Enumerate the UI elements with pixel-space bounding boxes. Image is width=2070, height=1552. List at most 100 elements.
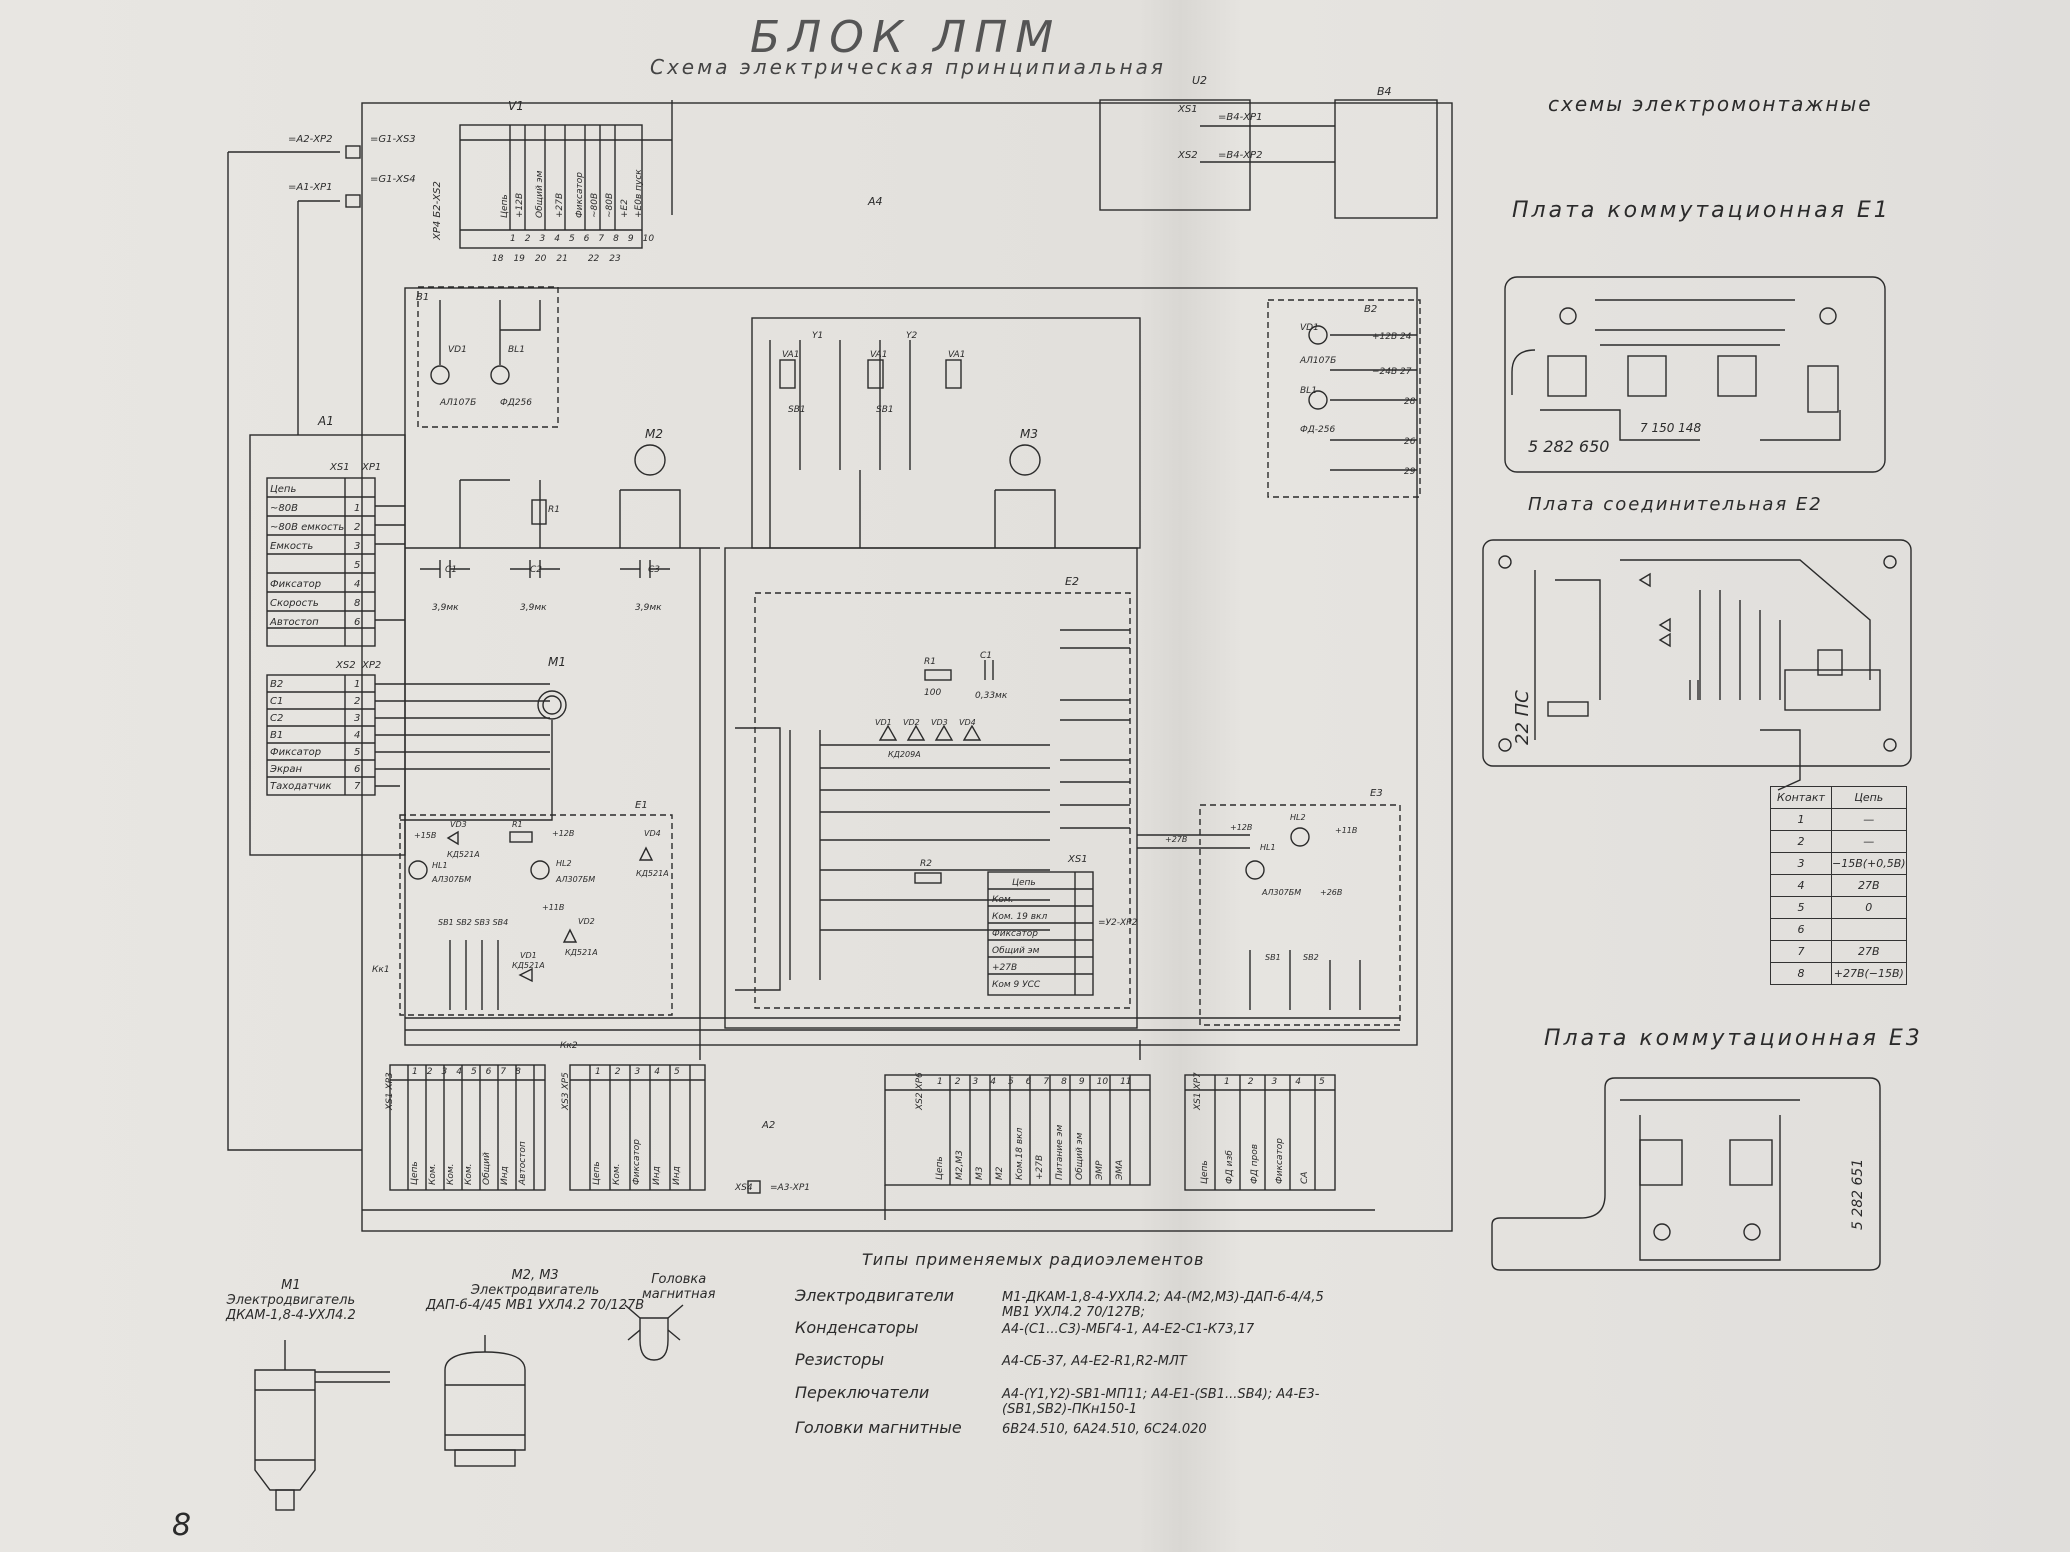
conn-a1-label: =А1-ХР1 — [288, 182, 332, 193]
xp6-col: Питание эм — [1055, 1124, 1065, 1180]
b1-vd1-label: VD1 — [448, 345, 467, 355]
m23-caption-line: М2, М3 — [511, 1268, 559, 1283]
e2-r2-label: R2 — [920, 859, 932, 869]
y2-label: Y2 — [906, 331, 917, 341]
e3-p12-label: +12В — [1230, 823, 1252, 832]
e1-hl1-label: HL1 — [432, 861, 448, 870]
a1-xs2-rows: В2 С1 С2 В1 Фиксатор Экран Таходатчик — [270, 676, 332, 795]
m1-caption-line: М1 — [281, 1278, 301, 1293]
e2-r1-value: 100 — [924, 688, 941, 698]
a1-xs1-pin: 6 — [354, 617, 361, 628]
e2-table-row-1: Цепь — [1012, 878, 1036, 888]
e1-p15-label: +15В — [414, 831, 436, 840]
a1-xs2-row: Экран — [270, 764, 303, 775]
xp3-col: Ком. — [428, 1163, 438, 1185]
head-caption: Головка магнитная — [642, 1272, 715, 1302]
elements-label: Электродвигатели — [795, 1286, 955, 1305]
a1-xs1-pin: 3 — [354, 541, 361, 552]
xp4-pin: 5 — [568, 234, 575, 244]
e2-label: Е2 — [1065, 575, 1079, 588]
table-row: 8+27В(−15В) — [1770, 962, 1907, 985]
u2-xs1-label: ХS1 — [1177, 104, 1198, 115]
m23-caption-line: ДАП-б-4/45 МВ1 УХЛ4.2 70/127В — [426, 1298, 645, 1313]
e2-vd2-label: VD2 — [903, 718, 920, 727]
xp7-col: ФД пров — [1250, 1143, 1260, 1184]
c2-value: 3,9мк — [520, 603, 547, 613]
xp7-col: Цепь — [1200, 1160, 1210, 1184]
a1-xs1-rows: Цепь ~80В ~80В емкость Емкость Фиксатор … — [270, 480, 344, 632]
contact-table-header: Цепь — [1831, 786, 1907, 809]
xp3-col: Общий — [482, 1152, 492, 1185]
a1-xs1-pin: 5 — [354, 560, 361, 571]
b2-net-4: 26 — [1404, 437, 1416, 447]
xp5-pin: 3 — [634, 1067, 641, 1077]
va1-label-1: VA1 — [782, 350, 799, 360]
board-e1-title: Плата коммутационная Е1 — [1512, 198, 1891, 223]
xp3-col: Ком. — [446, 1163, 456, 1185]
a1-xs2-row: Фиксатор — [270, 747, 322, 758]
a4-frame-outline — [361, 102, 1453, 1232]
contact-cell: 6 — [1770, 918, 1832, 941]
a4-label: А4 — [867, 195, 883, 208]
xp4-bottom-pins: 18 19 20 21 22 23 — [492, 254, 621, 264]
xp4-pin: 7 — [598, 234, 605, 244]
b2-label: В2 — [1364, 304, 1377, 315]
xp6-col: М2,М3 — [955, 1150, 965, 1180]
a1-xs2-row: В1 — [270, 730, 284, 741]
board-e2-title: Плата соединительная Е2 — [1528, 494, 1823, 515]
a1-xs1-pin — [354, 480, 360, 499]
page-subtitle: Схема электрическая принципиальная — [650, 55, 1166, 79]
xp3-col: Цепь — [410, 1161, 420, 1185]
b1-bl1-label: BL1 — [508, 345, 525, 355]
xp6-pin: 5 — [1007, 1077, 1014, 1087]
a1-xs2-row: С1 — [270, 696, 284, 707]
e2-vd1-label: VD1 — [875, 718, 892, 727]
circuit-cell: — — [1831, 808, 1907, 831]
kk1-label: Кк1 — [372, 965, 390, 975]
xp4-col: Фиксатор — [575, 172, 585, 218]
elements-value: 6В24.510, 6А24.510, 6С24.020 — [1002, 1422, 1207, 1437]
a1-xs2-pin: 7 — [354, 781, 361, 792]
a1-xs2-pin: 5 — [354, 747, 361, 758]
xp5-pins: 1 2 3 4 5 — [595, 1067, 680, 1077]
e1-r1-label: R1 — [512, 820, 523, 829]
xp6-pin: 6 — [1025, 1077, 1032, 1087]
xp7-pin: 1 — [1224, 1077, 1230, 1087]
xp5-pin: 1 — [595, 1067, 601, 1077]
b2-vd1-label: VD1 — [1300, 323, 1319, 333]
xp6-pin: 2 — [954, 1077, 961, 1087]
contact-cell: 1 — [1770, 808, 1832, 831]
m1-caption: М1 Электродвигатель ДКАМ-1,8-4-УХЛ4.2 — [226, 1278, 356, 1323]
elements-value: А4-СБ-37, А4-Е2-R1,R2-МЛТ — [1002, 1354, 1187, 1369]
xp4-pin: 6 — [583, 234, 590, 244]
e1-hl1-type: АЛ307БМ — [431, 875, 471, 884]
xp4-pin: 4 — [554, 234, 560, 244]
xp7-connector — [1184, 1074, 1336, 1191]
head-caption-line: Головка — [651, 1272, 707, 1287]
a1-xs1-pin: 4 — [354, 579, 361, 590]
xp6-col: ЭМР — [1095, 1160, 1105, 1180]
e3-hl1-label: HL1 — [1260, 843, 1276, 852]
xp6-pin: 11 — [1120, 1077, 1132, 1087]
xp6-pins: 1 2 3 4 5 6 7 8 9 10 11 — [937, 1077, 1132, 1087]
e1-vd3-type: КД521А — [447, 850, 480, 859]
e3-box — [1199, 804, 1401, 1026]
table-row: 6 — [1770, 918, 1907, 941]
a1-label: А1 — [317, 414, 334, 428]
r1-label: R1 — [548, 505, 560, 515]
circuit-cell: — — [1831, 830, 1907, 853]
table-row: 3−15В(+0,5В) — [1770, 852, 1907, 875]
elements-value: М1-ДКАМ-1,8-4-УХЛ4.2; А4-(М2,М3)-ДАП-б-4… — [1002, 1290, 1324, 1320]
xp7-pin: 4 — [1295, 1077, 1301, 1087]
m3-label: М3 — [1020, 427, 1038, 441]
xp5-connector — [569, 1064, 706, 1191]
page-title: БЛОК ЛПМ — [750, 12, 1062, 63]
m1-caption-line: Электродвигатель — [226, 1293, 356, 1308]
xp3-connector — [389, 1064, 546, 1191]
xp4-col: +Е0в пуск — [634, 169, 644, 218]
board-e2-code: 22 ПС — [1512, 690, 1533, 745]
e2-block — [724, 547, 1138, 1029]
xp3-pin: 6 — [485, 1067, 492, 1077]
elements-label: Переключатели — [795, 1383, 930, 1402]
